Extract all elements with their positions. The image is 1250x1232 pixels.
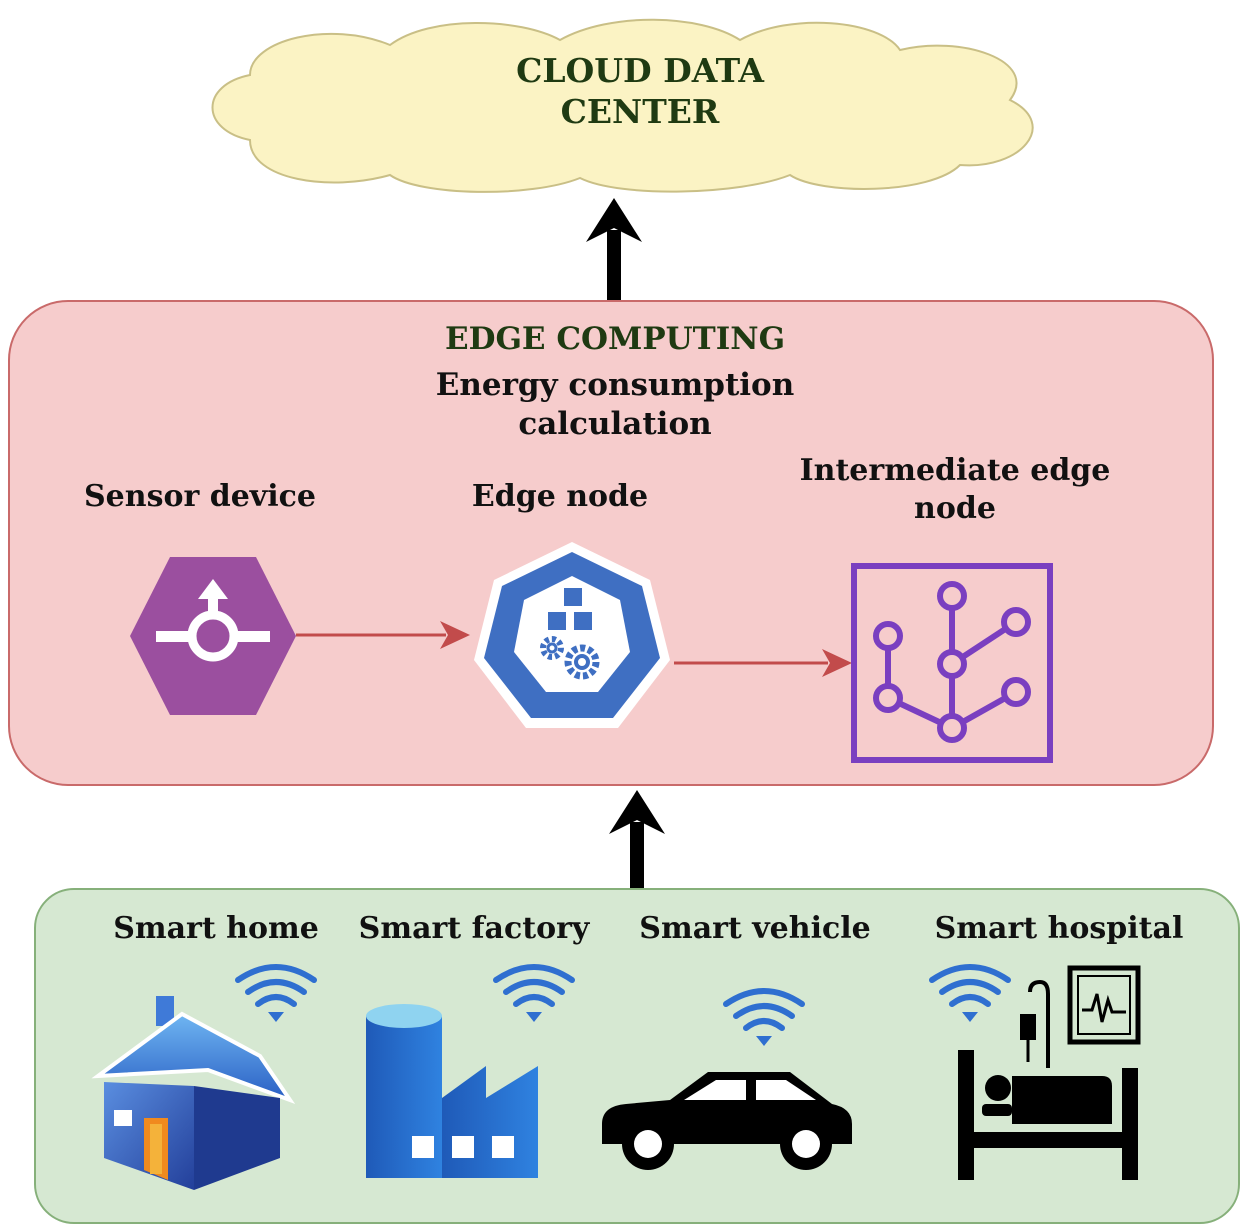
wifi-icon (493, 964, 575, 1022)
edge-subtitle: Energy consumption calculation (435, 367, 795, 442)
node-label-intermediate: Intermediate edge node (799, 453, 1111, 526)
wifi-icon (929, 964, 1011, 1022)
iot-label-factory: Smart factory (358, 911, 590, 946)
node-label-edge: Edge node (471, 479, 649, 514)
up-arrow-iot-to-edge (609, 790, 665, 890)
wifi-icon (723, 988, 805, 1046)
factory-icon (366, 1004, 538, 1178)
flow-arrow-edge-to-intermediate (674, 649, 852, 677)
iot-label-home: Smart home (113, 911, 319, 946)
iot-label-hospital: Smart hospital (934, 911, 1184, 946)
up-arrow-edge-to-cloud (586, 198, 642, 304)
iot-label-vehicle: Smart vehicle (639, 911, 871, 946)
cloud-title: CLOUD DATA CENTER (516, 51, 764, 132)
node-label-sensor: Sensor device (84, 479, 316, 514)
sensor-icon (130, 557, 296, 715)
wifi-icon (235, 964, 317, 1022)
network-tree-icon (851, 563, 1053, 763)
edge-title: EDGE COMPUTING (444, 321, 786, 357)
cloud-shape (211, 18, 1034, 193)
flow-arrow-sensor-to-edge (296, 621, 470, 649)
kubernetes-icon (474, 542, 670, 728)
house-icon (91, 996, 296, 1190)
hospital-bed-icon (958, 965, 1141, 1180)
car-icon (602, 1072, 852, 1170)
